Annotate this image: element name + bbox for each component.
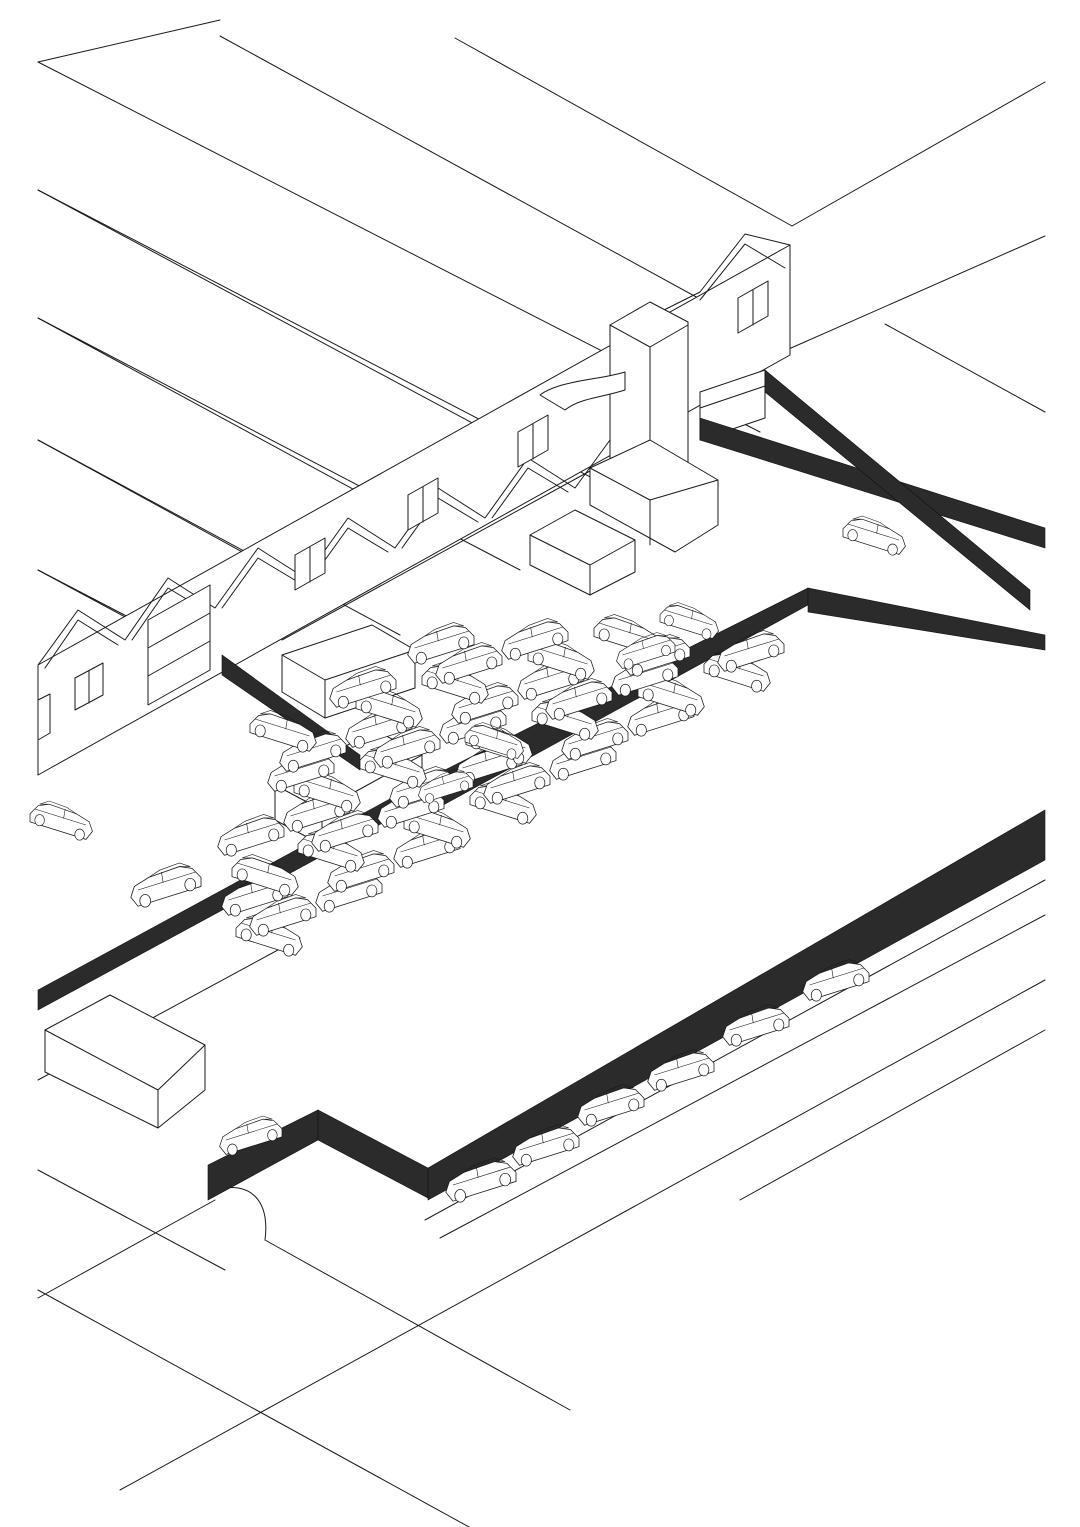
window <box>294 537 326 591</box>
car <box>311 810 379 853</box>
parked-cars <box>29 515 906 1203</box>
car <box>249 894 317 937</box>
car <box>501 618 569 661</box>
car <box>327 850 395 893</box>
garage-door <box>147 584 211 706</box>
car <box>217 814 285 857</box>
window <box>37 693 51 741</box>
car <box>647 1049 715 1092</box>
warehouse-building <box>37 61 791 776</box>
window <box>74 662 104 711</box>
utility-box <box>44 994 206 1129</box>
car <box>249 710 317 753</box>
window <box>517 414 549 468</box>
car <box>130 862 202 908</box>
chimney-stack <box>539 301 719 553</box>
car <box>407 622 475 665</box>
car <box>545 678 613 721</box>
car <box>527 638 595 681</box>
utility-box <box>529 509 636 596</box>
car <box>373 726 441 769</box>
fences <box>37 369 1046 1201</box>
car <box>802 959 870 1002</box>
car <box>616 632 676 670</box>
car <box>29 800 93 841</box>
car <box>315 870 383 913</box>
car <box>842 515 906 556</box>
car <box>418 768 474 804</box>
car <box>219 1115 283 1156</box>
car <box>561 718 629 761</box>
car <box>231 854 299 897</box>
car <box>293 770 361 813</box>
car <box>279 730 347 773</box>
car <box>659 602 719 640</box>
car <box>722 1004 790 1047</box>
car <box>435 642 503 685</box>
car <box>445 1157 517 1203</box>
window <box>737 280 769 334</box>
car <box>577 1084 645 1127</box>
car <box>717 630 785 673</box>
car <box>512 1124 580 1167</box>
car <box>464 722 524 760</box>
car <box>329 666 397 709</box>
window <box>407 477 439 531</box>
car <box>483 762 551 805</box>
car <box>637 674 705 717</box>
